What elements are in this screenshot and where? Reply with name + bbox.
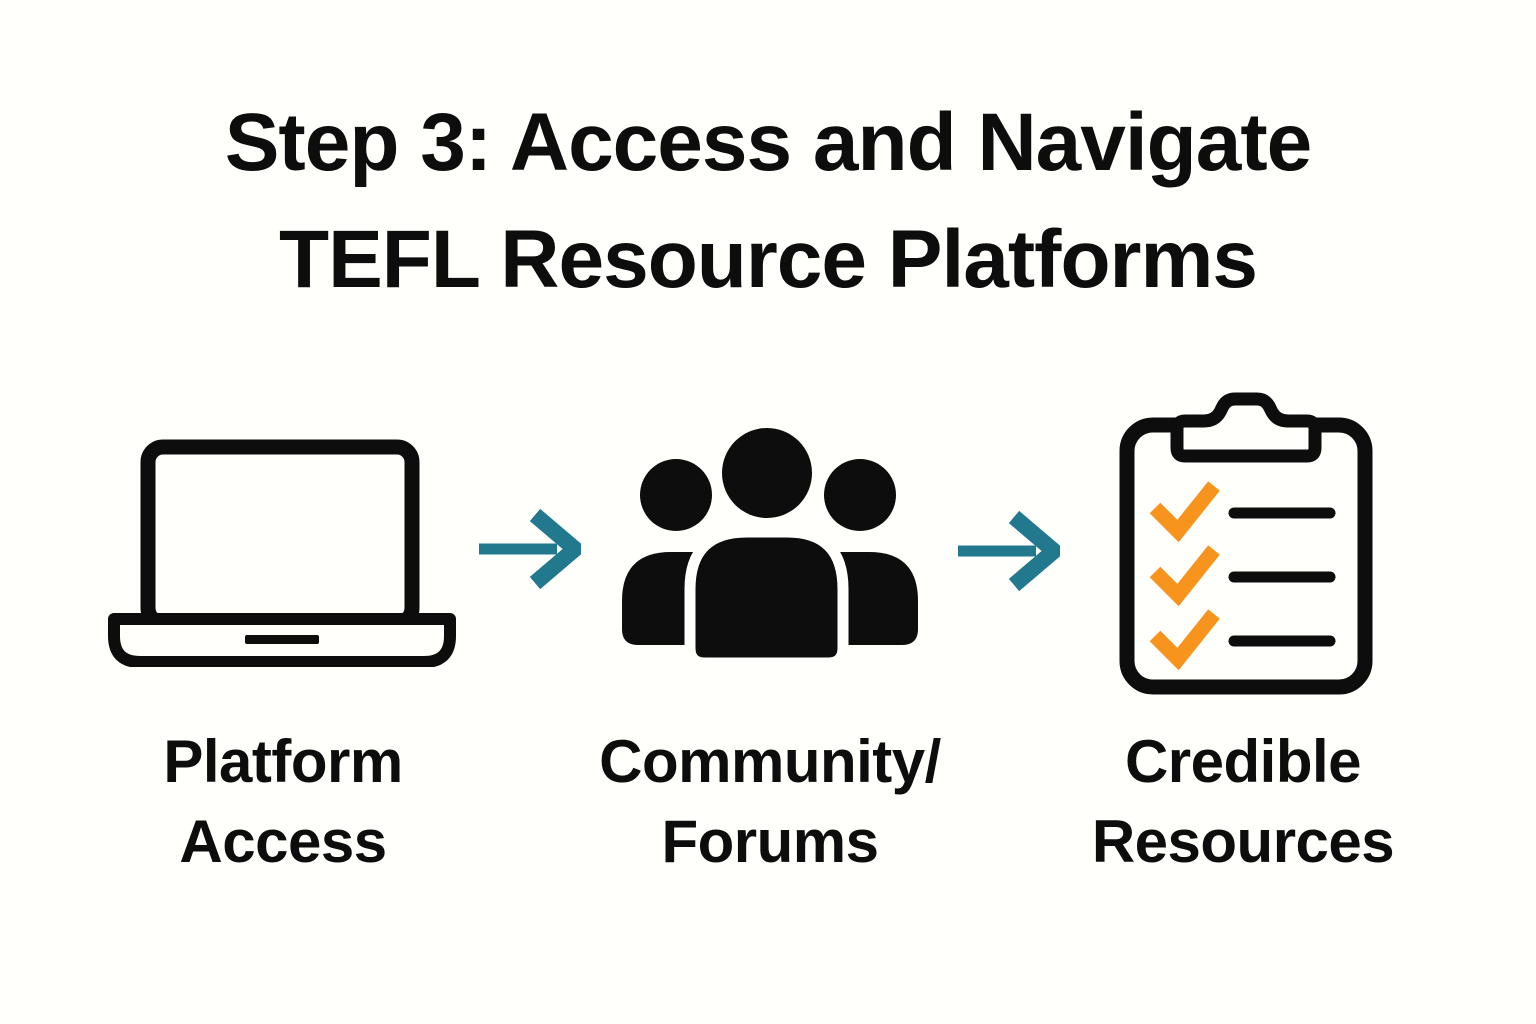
- step-label-community-forums: Community/ Forums: [570, 722, 970, 882]
- page-title-line-1: Step 3: Access and Navigate: [224, 97, 1313, 188]
- arrow-right-icon: [477, 508, 581, 590]
- people-group-icon: [608, 424, 932, 672]
- step-label-line: Platform: [163, 728, 403, 795]
- check-icon: [1149, 481, 1220, 671]
- step-label-line: Access: [179, 808, 387, 875]
- step-label-line: Community/: [599, 728, 941, 795]
- laptop-icon: [108, 435, 456, 667]
- page-title: Step 3: Access and Navigate TEFL Resourc…: [0, 84, 1536, 318]
- step-label-credible-resources: Credible Resources: [1043, 722, 1443, 882]
- step-label-platform-access: Platform Access: [83, 722, 483, 882]
- clipboard-checklist-icon: [1118, 392, 1374, 696]
- step-label-line: Forums: [661, 808, 879, 875]
- arrow-right-icon: [956, 510, 1060, 592]
- step-label-line: Credible: [1124, 728, 1362, 795]
- page-title-line-2: TEFL Resource Platforms: [279, 214, 1258, 305]
- step-label-line: Resources: [1091, 808, 1395, 875]
